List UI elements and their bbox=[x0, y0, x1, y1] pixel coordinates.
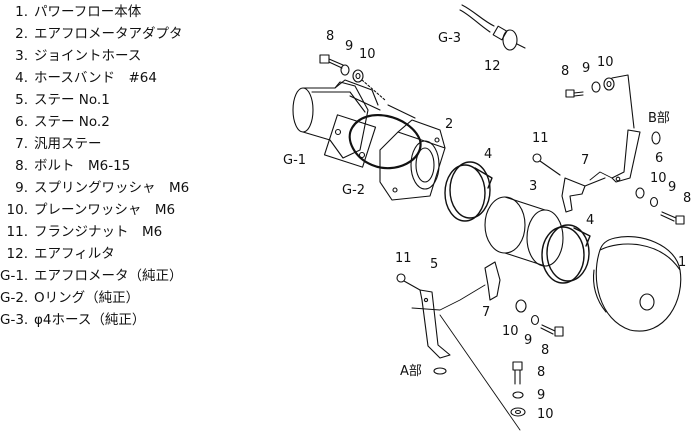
o-ring-g2 bbox=[348, 113, 422, 170]
callout-7-upper: 7 bbox=[581, 153, 589, 168]
callout-b-part: B部 bbox=[648, 111, 670, 126]
spring-washer-9-top bbox=[340, 64, 350, 76]
legend-item-number: 7. bbox=[15, 136, 28, 152]
callout-a-part: A部 bbox=[400, 364, 422, 379]
callout-2: 2 bbox=[445, 117, 453, 132]
legend-item-number: G-2. bbox=[0, 290, 29, 306]
callout-3: 3 bbox=[529, 179, 537, 194]
air-filter-12 bbox=[492, 25, 526, 51]
bolt-8-top bbox=[319, 54, 344, 69]
callout-10-c: 10 bbox=[650, 171, 667, 186]
bolt-8-e bbox=[512, 361, 523, 385]
hose-band-4-lower bbox=[541, 224, 591, 284]
legend-item-text: フランジナット M6 bbox=[34, 224, 163, 240]
callout-8-c: 8 bbox=[683, 191, 691, 206]
legend-item-number: 2. bbox=[15, 26, 28, 42]
callout-g1: G-1 bbox=[283, 153, 306, 168]
legend-item-text: エアフィルタ bbox=[34, 246, 115, 262]
bolt-8-c bbox=[660, 211, 685, 225]
legend-item-text: 汎用ステー bbox=[34, 136, 102, 152]
stay-no2-6 bbox=[611, 129, 641, 183]
legend-item-text: ボルト M6-15 bbox=[34, 158, 131, 174]
vacuum-hose-g3 bbox=[459, 4, 495, 33]
legend-item-text: ステー No.2 bbox=[34, 114, 110, 130]
callout-10-top: 10 bbox=[359, 47, 376, 62]
legend-item-text: ホースバンド #64 bbox=[34, 70, 157, 86]
callout-g3: G-3 bbox=[438, 31, 461, 46]
callout-8-b: 8 bbox=[561, 64, 569, 79]
power-flow-body-1 bbox=[592, 236, 682, 332]
callout-8-e: 8 bbox=[537, 365, 545, 380]
hose-band-4-upper bbox=[444, 161, 493, 222]
general-stay-7-lower bbox=[484, 261, 501, 301]
callout-10-d: 10 bbox=[502, 324, 519, 339]
callout-8-top: 8 bbox=[326, 29, 334, 44]
callout-9-top: 9 bbox=[345, 39, 353, 54]
legend-item-number: 9. bbox=[15, 180, 28, 196]
callout-6: 6 bbox=[655, 151, 663, 166]
callout-12: 12 bbox=[484, 59, 501, 74]
legend-item-number: 11. bbox=[6, 224, 28, 240]
legend-item-text: エアフロメータ（純正） bbox=[34, 268, 183, 284]
legend-item-text: ステー No.1 bbox=[34, 92, 110, 108]
callout-11-lower: 11 bbox=[395, 251, 412, 266]
air-flow-adapter-2 bbox=[379, 119, 446, 201]
legend-item-text: エアフロメータアダプタ bbox=[34, 26, 183, 42]
plain-washer-10-top bbox=[352, 69, 364, 83]
legend-item-number: G-1. bbox=[0, 268, 29, 284]
legend-item-number: 6. bbox=[15, 114, 28, 130]
legend-item-number: 8. bbox=[15, 158, 28, 174]
a-part-marker bbox=[433, 367, 447, 375]
bolt-8-b bbox=[565, 89, 584, 98]
callout-9-d: 9 bbox=[524, 333, 532, 348]
callout-9-b: 9 bbox=[582, 61, 590, 76]
callout-8-d: 8 bbox=[541, 343, 549, 358]
legend-item-number: G-3. bbox=[0, 312, 29, 328]
callout-7-lower: 7 bbox=[482, 305, 490, 320]
legend-item-text: ジョイントホース bbox=[34, 48, 142, 64]
callout-4-upper: 4 bbox=[484, 147, 492, 162]
legend-item-number: 10. bbox=[6, 202, 28, 218]
callout-1: 1 bbox=[678, 255, 686, 270]
callout-10-e: 10 bbox=[537, 407, 554, 422]
legend-item-number: 12. bbox=[6, 246, 28, 262]
legend-item-number: 5. bbox=[15, 92, 28, 108]
legend-item-text: スプリングワッシャ M6 bbox=[34, 180, 190, 196]
legend-item-text: パワーフロー本体 bbox=[34, 4, 142, 20]
joint-hose-3 bbox=[484, 196, 564, 267]
legend-item-number: 1. bbox=[15, 4, 28, 20]
stay-no1-5 bbox=[419, 289, 451, 359]
legend-item-text: φ4ホース（純正） bbox=[34, 312, 146, 328]
callout-5: 5 bbox=[430, 257, 438, 272]
callout-9-e: 9 bbox=[537, 388, 545, 403]
b-part-marker bbox=[651, 131, 661, 145]
callout-g2: G-2 bbox=[342, 183, 365, 198]
callout-10-b: 10 bbox=[597, 55, 614, 70]
callout-11-upper: 11 bbox=[532, 131, 549, 146]
general-stay-7-upper bbox=[561, 177, 606, 213]
legend-item-text: Oリング（純正） bbox=[34, 290, 140, 306]
bolt-8-d bbox=[540, 324, 564, 337]
legend-item-number: 4. bbox=[15, 70, 28, 86]
legend-item-number: 3. bbox=[15, 48, 28, 64]
callout-9-c: 9 bbox=[668, 180, 676, 195]
callout-4-lower: 4 bbox=[586, 213, 594, 228]
legend-item-text: プレーンワッシャ M6 bbox=[34, 202, 176, 218]
